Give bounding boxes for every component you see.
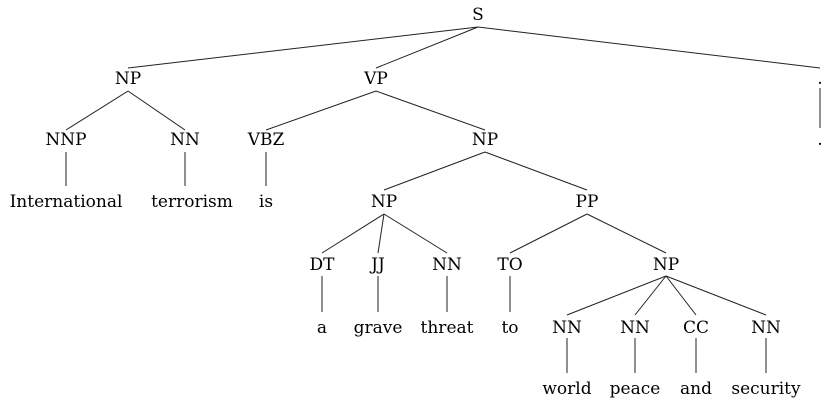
word-and: and xyxy=(680,379,712,399)
edge xyxy=(665,275,697,316)
node-np: NP xyxy=(115,69,141,89)
node-jj: JJ xyxy=(369,255,385,275)
edge xyxy=(566,275,667,316)
node-vp: VP xyxy=(363,69,388,89)
word-peace: peace xyxy=(610,379,661,399)
edge xyxy=(375,90,486,131)
edge xyxy=(65,90,129,131)
word-period: . xyxy=(817,130,822,150)
edge xyxy=(127,26,479,69)
node-np: NP xyxy=(653,255,679,275)
word-security: security xyxy=(731,379,801,399)
edge xyxy=(665,275,767,316)
node-nnp: NNP xyxy=(45,130,86,150)
tree-labels: S NP VP . NNP NN VBZ NP . International … xyxy=(10,5,823,399)
word-a: a xyxy=(317,318,327,338)
node-np: NP xyxy=(371,192,397,212)
word-world: world xyxy=(542,379,591,399)
node-nn: NN xyxy=(432,255,462,275)
node-np: NP xyxy=(472,130,498,150)
node-nn: NN xyxy=(170,130,200,150)
node-nn: NN xyxy=(751,318,781,338)
node-pp: PP xyxy=(576,192,599,212)
word-grave: grave xyxy=(354,318,403,338)
edge xyxy=(375,26,479,69)
node-to: TO xyxy=(497,255,522,275)
edge xyxy=(586,213,667,254)
node-period: . xyxy=(817,69,822,89)
tree-edges xyxy=(65,26,821,373)
edge xyxy=(127,90,186,131)
edge xyxy=(321,213,385,254)
edge xyxy=(265,90,377,131)
word-threat: threat xyxy=(421,318,474,338)
edge xyxy=(377,213,385,254)
edge xyxy=(477,26,821,69)
word-to: to xyxy=(501,318,518,338)
word-is: is xyxy=(259,192,273,212)
edge xyxy=(509,213,588,254)
node-dt: DT xyxy=(310,255,336,275)
node-cc: CC xyxy=(683,318,709,338)
edge xyxy=(383,151,486,191)
edge xyxy=(634,275,667,316)
edge xyxy=(383,213,448,254)
word-terrorism: terrorism xyxy=(151,192,233,212)
node-s: S xyxy=(472,5,484,25)
edge xyxy=(484,151,588,191)
word-international: International xyxy=(10,192,123,212)
node-vbz: VBZ xyxy=(247,130,285,150)
node-nn: NN xyxy=(552,318,582,338)
node-nn: NN xyxy=(620,318,650,338)
